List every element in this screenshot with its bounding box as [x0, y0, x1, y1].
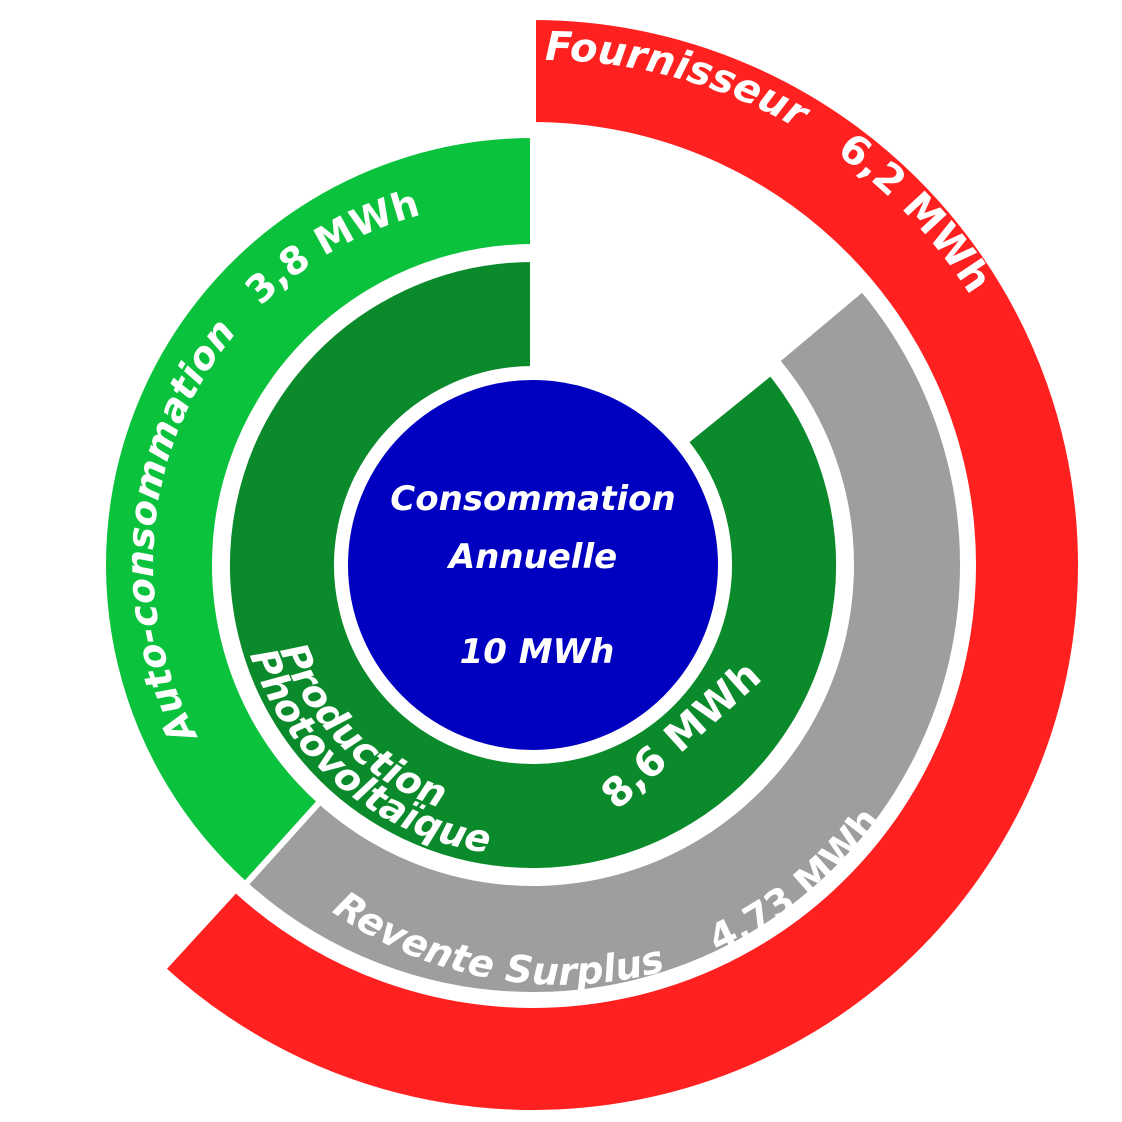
consommation-disc: [342, 374, 724, 756]
center-value: 10 MWh: [460, 632, 615, 672]
center-title-line1: Consommation: [390, 479, 675, 519]
center-title-line2: Annuelle: [446, 537, 617, 577]
autoconsommation-ring: [100, 131, 536, 889]
production-ring: [224, 255, 842, 874]
revente-ring: [241, 284, 966, 998]
fournisseur-ring: [158, 13, 1084, 1116]
